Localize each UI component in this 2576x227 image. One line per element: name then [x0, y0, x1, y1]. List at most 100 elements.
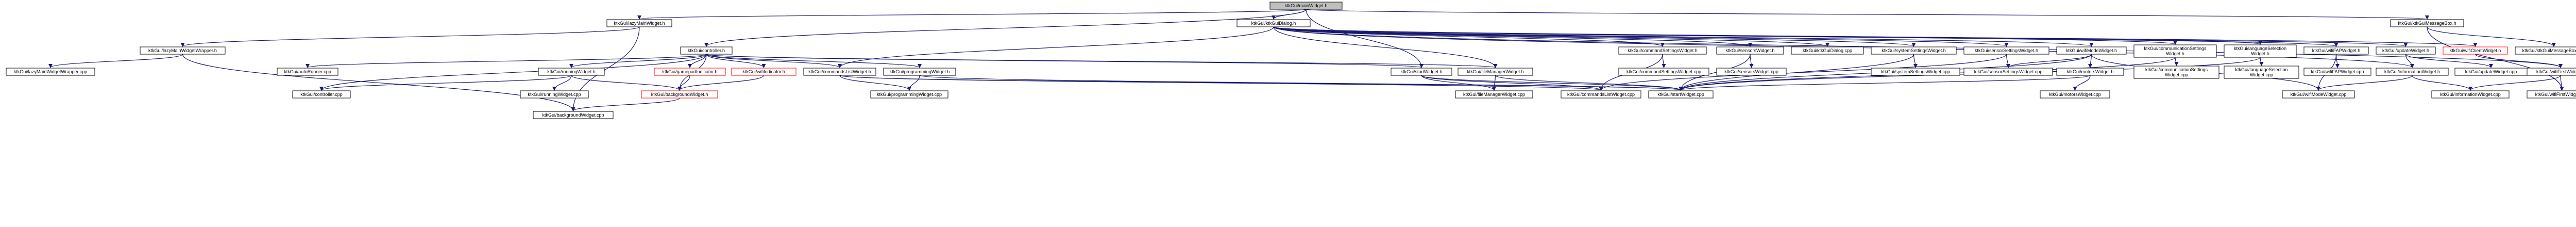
- edge-clientwidget-to-firstwidget: [2475, 54, 2563, 68]
- node-motorswidget[interactable]: ktkGui/motorsWidget.h: [2056, 68, 2124, 76]
- edge-commsettings-to-commsettingscpp: [2174, 57, 2179, 66]
- node-msgbox[interactable]: ktkGui/ktkGuiMessageBox.h: [2390, 19, 2464, 27]
- node-box: [2303, 46, 2369, 55]
- edge-mainwidget-to-lazymain: [638, 9, 1307, 20]
- node-runningwidget[interactable]: ktkGui/runningWidget.h: [538, 68, 605, 76]
- node-mainwidget[interactable]: ktkGui/mainWidget.h: [1269, 2, 1343, 10]
- node-label: ktkGui/fileManagerWidget.cpp: [1463, 92, 1525, 97]
- edge-wifimode-to-sensorsettingscpp: [2006, 54, 2092, 68]
- node-clientwidget[interactable]: ktkGui/wifiClientWidget.h: [2443, 46, 2508, 55]
- node-wifiindicator[interactable]: ktkGui/wifiIndicator.h: [731, 68, 796, 76]
- node-label: ktkGui/ktkGuiDialog.h: [1251, 21, 1296, 26]
- node-backgroundcpp[interactable]: ktkGui/backgroundWidget.cpp: [533, 111, 614, 119]
- node-infowidget[interactable]: ktkGui/informationWidget.h: [2376, 68, 2449, 76]
- node-updatecpp[interactable]: ktkGui/updateWidget.cpp: [2454, 68, 2528, 76]
- node-startcpp[interactable]: ktkGui/startWidget.cpp: [1648, 90, 1714, 99]
- node-box: [1236, 19, 1311, 27]
- node-box: [803, 68, 876, 76]
- node-updatewidget[interactable]: ktkGui/updateWidget.h: [2376, 46, 2436, 55]
- node-firstcpp[interactable]: ktkGui/wifiFirstWidget.cpp: [2527, 90, 2576, 99]
- node-controller[interactable]: ktkGui/controller.h: [680, 46, 733, 55]
- node-startwidget[interactable]: ktkGui/startWidget.h: [1391, 68, 1452, 76]
- node-motorscpp[interactable]: ktkGui/motorsWidget.cpp: [2040, 90, 2110, 99]
- node-dialogcpp[interactable]: ktkGui/ktkGuiDialog.cpp: [1791, 46, 1864, 55]
- node-controllercpp[interactable]: ktkGui/controller.cpp: [292, 90, 351, 99]
- edge-firstwidget-to-firstcpp: [2560, 75, 2564, 91]
- node-box: [870, 90, 948, 99]
- node-syssettingscpp[interactable]: ktkGui/systemSettingsWidget.cpp: [1871, 68, 1960, 76]
- node-infocpp[interactable]: ktkGui/informationWidget.cpp: [2431, 90, 2510, 99]
- edge-controller-to-autorunner: [306, 54, 707, 68]
- edge-startwidget-to-startcpp: [1421, 75, 1683, 91]
- node-lazymain[interactable]: ktkGui/lazyMainWidget.h: [606, 19, 672, 27]
- edge-wifimode-to-motorswidget: [2088, 54, 2093, 68]
- node-progwidget[interactable]: ktkGui/programmingWidget.h: [883, 68, 956, 76]
- node-filemanagercpp[interactable]: ktkGui/fileManagerWidget.cpp: [1455, 90, 1533, 99]
- node-fapcpp[interactable]: ktkGui/wifiFAPWidget.cpp: [2303, 68, 2371, 76]
- edge-cmdlistwidget-to-progcpp: [839, 75, 911, 91]
- node-fapwidget[interactable]: ktkGui/wifiFAPWidget.h: [2303, 46, 2369, 55]
- node-runningcpp[interactable]: ktkGui/runningWidget.cpp: [520, 90, 589, 99]
- node-background[interactable]: ktkGui/backgroundWidget.h: [641, 90, 718, 99]
- node-label: ktkGui/controller.cpp: [300, 92, 343, 97]
- edge-uidialog-to-clientwidget: [1273, 26, 2477, 47]
- edge-uidialog-to-dialogcpp: [1273, 26, 1829, 47]
- node-syssettings[interactable]: ktkGui/systemSettingsWidget.h: [1871, 46, 1957, 55]
- node-sensorscpp[interactable]: ktkGui/sensorsWidget.cpp: [1716, 68, 1787, 76]
- edge-lazywrapper-to-backgroundcpp: [182, 54, 575, 111]
- node-label: ktkGui/updateWidget.h: [2382, 48, 2429, 53]
- node-sensorsettings[interactable]: ktkGui/sensorSettingsWidget.h: [1963, 46, 2049, 55]
- node-wifimodecpp[interactable]: ktkGui/wifiModeWidget.cpp: [2282, 90, 2355, 99]
- node-cmdlistwidget[interactable]: ktkGui/commandsListWidget.h: [803, 68, 876, 76]
- edge-infowidget-to-wifimodecpp: [2316, 75, 2413, 91]
- node-cmdlistcpp[interactable]: ktkGui/commandsListWidget.cpp: [1561, 90, 1641, 99]
- node-autorunner[interactable]: ktkGui/autoRunner.cpp: [277, 68, 338, 76]
- edge-updatewidget-to-updatecpp: [2405, 54, 2493, 68]
- node-gamepad[interactable]: ktkGui/gamepadIndicator.h: [654, 68, 726, 76]
- node-wifimode[interactable]: ktkGui/wifiModeWidget.h: [2056, 46, 2127, 55]
- node-label: ktkGui/programmingWidget.cpp: [877, 92, 942, 97]
- edge-lazymain-to-lazywrapper: [180, 26, 640, 47]
- node-box: [1871, 46, 1957, 55]
- node-sensors[interactable]: ktkGui/sensorsWidget.h: [1716, 46, 1784, 55]
- edge-background-to-backgroundcpp: [571, 98, 680, 111]
- edge-uidialog-to-filemanager: [1273, 26, 1498, 68]
- edge-controller-to-wifiindicator: [706, 54, 766, 68]
- edges-layer: [48, 9, 2564, 111]
- node-label: ktkGui/wifiFAPWidget.cpp: [2311, 69, 2364, 74]
- edge-runningwidget-to-runningcpp: [552, 75, 572, 91]
- edge-langsel-to-langselcpp: [2259, 57, 2264, 66]
- node-lazywrapper[interactable]: ktkGui/lazyMainWidgetWrapper.h: [140, 46, 226, 55]
- node-box: [2040, 90, 2110, 99]
- node-label: ktkGui/backgroundWidget.cpp: [542, 112, 604, 118]
- edge-filemanager-to-startcpp: [1495, 75, 1683, 91]
- node-uidialog[interactable]: ktkGui/ktkGuiDialog.h: [1236, 19, 1311, 27]
- node-firstwidget[interactable]: ktkGui/wifiFirstWidget.h: [2527, 68, 2576, 76]
- node-box: [1871, 68, 1960, 76]
- node-label: ktkGui/wifiModeWidget.cpp: [2291, 92, 2347, 97]
- node-label: ktkGui/programmingWidget.h: [890, 69, 950, 74]
- node-label: ktkGui/sensorsWidget.cpp: [1724, 69, 1778, 74]
- node-label: ktkGui/ktkGuiDialog.cpp: [1803, 48, 1852, 53]
- node-label: ktkGui/communicationSettings: [2144, 46, 2207, 51]
- node-label: ktkGui/commandSettingsWidget.h: [1628, 48, 1698, 53]
- node-progcpp[interactable]: ktkGui/programmingWidget.cpp: [870, 90, 948, 99]
- node-box: [1455, 90, 1533, 99]
- node-filemanager[interactable]: ktkGui/fileManagerWidget.h: [1458, 68, 1533, 76]
- edge-controller-to-runningwidget: [569, 54, 707, 68]
- node-cmdsettingscpp[interactable]: ktkGui/commandSettingsWidget.cpp: [1618, 68, 1709, 76]
- node-box: [2376, 46, 2436, 55]
- node-cmdsettings[interactable]: ktkGui/commandSettingsWidget.h: [1618, 46, 1707, 55]
- node-box: [2443, 46, 2508, 55]
- node-sensorsettingscpp[interactable]: ktkGui/sensorSettingsWidget.cpp: [1963, 68, 2053, 76]
- edge-controller-to-filemanager: [706, 54, 1497, 68]
- node-msgboxcpp[interactable]: ktkGui/ktkGuiMessageBox.cpp: [2515, 46, 2576, 55]
- node-wrappercpp[interactable]: ktkGui/lazyMainWidgetWrapper.cpp: [6, 68, 95, 76]
- node-box: [606, 19, 672, 27]
- node-box: [731, 68, 796, 76]
